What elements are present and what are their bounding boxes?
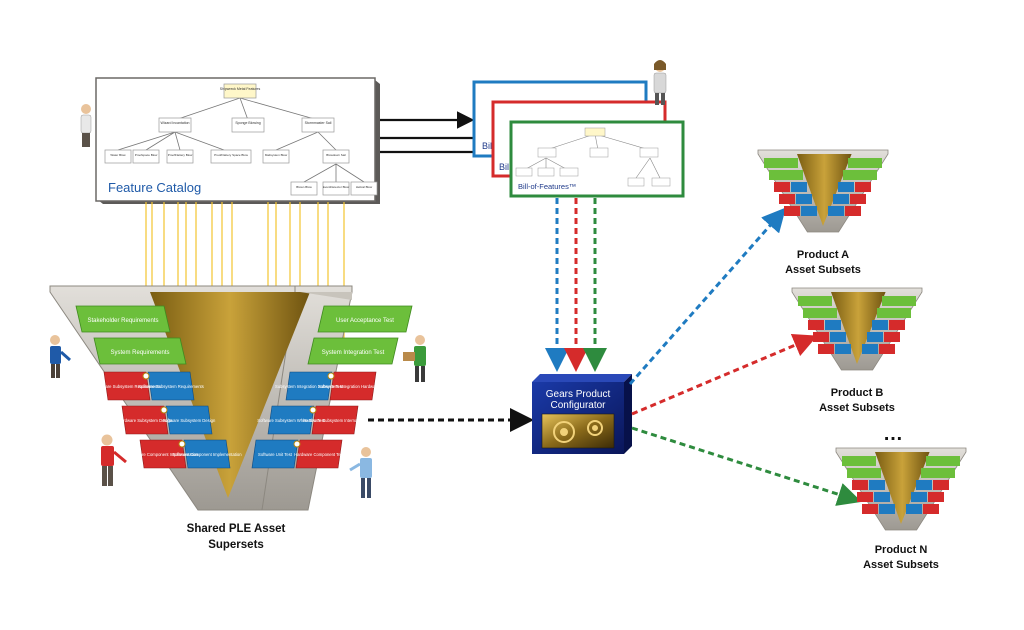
gear-icon — [293, 440, 301, 448]
hardware-cell-label: Hardware Subsystem Requirements — [93, 384, 160, 389]
software-cell-label: Software Component Implementation — [172, 452, 242, 457]
person-hardware-engineer-icon — [101, 434, 127, 486]
svg-text:User Acceptance Test: User Acceptance Test — [336, 318, 394, 324]
feature-node-l3: Blown Blow — [290, 181, 318, 196]
feature-node-l1: Wizard Incantation — [158, 117, 192, 133]
gear-icon — [160, 406, 168, 414]
bof-to-configurator-arrows — [545, 198, 607, 372]
feature-catalog: Shipwreck Metal Features Wizard Incantat… — [95, 77, 380, 204]
software-cell-label: Software Subsystem Design — [163, 418, 216, 423]
svg-text:ProofFlattery Blow: ProofFlattery Blow — [168, 153, 193, 157]
feature-node-l1: Stormmaster Sail — [301, 117, 335, 133]
svg-text:Wizard Incantation: Wizard Incantation — [161, 121, 190, 125]
software-test-cell-label: Software Subsystem White Box Test — [257, 418, 325, 423]
person-software-tester-icon — [349, 447, 372, 498]
software-test-cell-label: Subsystem Integration Software Test — [275, 384, 344, 389]
left-pair-row: Hardware Component ImplementationSoftwar… — [128, 439, 242, 469]
svg-text:Helical Blow: Helical Blow — [356, 185, 373, 189]
svg-text:Blown Blow: Blown Blow — [296, 185, 312, 189]
gear-icon — [178, 440, 186, 448]
right-row-system-integration-test: System Integration Test — [307, 337, 399, 365]
svg-text:Blowdown Sail: Blowdown Sail — [326, 153, 346, 157]
left-pair-row: Hardware Subsystem RequirementsSoftware … — [93, 371, 204, 401]
svg-text:Stormmaster Sail: Stormmaster Sail — [305, 121, 332, 125]
product-label-line2: Asset Subsets — [819, 402, 895, 414]
software-cell-label: Software Subsystem Requirements — [138, 384, 204, 389]
hardware-test-cell-label: Hardware Subsystem Internal Test — [303, 418, 368, 423]
feature-tree-links — [117, 97, 365, 183]
feature-node-l2: ProofFlattery Blow — [166, 149, 194, 164]
feature-node-l2: Mailsystem Blow — [262, 149, 290, 164]
configurator-line2: Configurator — [550, 400, 606, 411]
hardware-test-cell-label: Subsystem Integration Hardware Test — [318, 384, 389, 389]
svg-text:Shipwreck Metal Features: Shipwreck Metal Features — [220, 87, 261, 91]
svg-text:Water Blow: Water Blow — [110, 153, 126, 157]
feature-catalog-title: Feature Catalog — [108, 180, 201, 195]
svg-text:Proofspace Blow: Proofspace Blow — [135, 153, 158, 157]
person-requirements-engineer-icon — [50, 335, 71, 378]
product-a-v-model — [757, 149, 889, 233]
feature-node-l2: Proofspace Blow — [132, 149, 160, 164]
feature-node-l3: EventDetector Blow — [322, 181, 350, 196]
svg-text:System Requirements: System Requirements — [110, 350, 169, 356]
svg-text:Stakeholder Requirements: Stakeholder Requirements — [87, 318, 158, 324]
feature-node-root: Shipwreck Metal Features — [220, 83, 261, 99]
bof-card-green: Bill-of-Features™ — [509, 120, 685, 198]
svg-text:Bill: Bill — [499, 162, 511, 172]
person-tester-icon — [403, 335, 426, 382]
person-catalog-presenter-icon — [80, 104, 92, 147]
svg-text:Mailsystem Blow: Mailsystem Blow — [265, 153, 288, 157]
feature-node-l1: Sponge Blowing — [231, 117, 265, 133]
bill-of-features-stack: Bill Bill Bill-of-Features™ — [472, 80, 685, 198]
product-b-v-model — [791, 287, 923, 371]
svg-text:ProofFlattery Space Blow: ProofFlattery Space Blow — [214, 153, 249, 157]
superset-caption-line1: Shared PLE Asset — [187, 523, 286, 535]
svg-text:Sponge Blowing: Sponge Blowing — [235, 121, 260, 125]
product-label-line2: Asset Subsets — [785, 264, 861, 276]
right-pair-row: Software Subsystem White Box TestHardwar… — [257, 405, 368, 435]
gears-image — [541, 413, 615, 449]
gear-icon — [309, 406, 317, 414]
product-label-line2: Asset Subsets — [863, 559, 939, 571]
svg-text:EventDetector Blow: EventDetector Blow — [323, 185, 350, 189]
feature-node-l2: ProofFlattery Space Blow — [210, 149, 252, 164]
product-label-line1: Product N — [875, 544, 928, 556]
gear-icon — [327, 372, 335, 380]
hardware-cell-label: Hardware Component Implementation — [128, 452, 199, 457]
svg-text:Bill: Bill — [482, 141, 494, 151]
configurator-line1: Gears Product — [546, 389, 611, 400]
gears-product-configurator: Gears Product Configurator — [532, 374, 632, 454]
hardware-cell-label: Hardware Subsystem Design — [118, 418, 173, 423]
feature-node-l3: Helical Blow — [350, 181, 378, 196]
software-test-cell-label: Software Unit Test — [258, 452, 293, 457]
bof-title: Bill-of-Features™ — [518, 182, 576, 191]
left-row-stakeholder-requirements: Stakeholder Requirements — [75, 305, 171, 333]
superset-caption-line2: Supersets — [208, 539, 264, 551]
person-bof-presenter-icon — [653, 60, 667, 105]
gear-icon — [553, 420, 603, 443]
feature-node-l2: Blowdown Sail — [322, 149, 350, 164]
configurator-to-products-arrows — [628, 207, 862, 506]
svg-text:System Integration Test: System Integration Test — [322, 350, 385, 356]
right-pair-row: Subsystem Integration Software TestSubsy… — [275, 371, 389, 401]
feature-node-l2: Water Blow — [104, 149, 132, 164]
left-row-system-requirements: System Requirements — [93, 337, 187, 365]
product-label-line1: Product B — [831, 387, 884, 399]
product-n-v-model — [835, 447, 967, 531]
more-products-ellipsis: … — [883, 423, 903, 445]
product-label-line1: Product A — [797, 249, 849, 261]
hardware-test-cell-label: Hardware Component Test — [294, 452, 345, 457]
gear-icon — [142, 372, 150, 380]
right-row-user-acceptance-test: User Acceptance Test — [317, 305, 413, 333]
